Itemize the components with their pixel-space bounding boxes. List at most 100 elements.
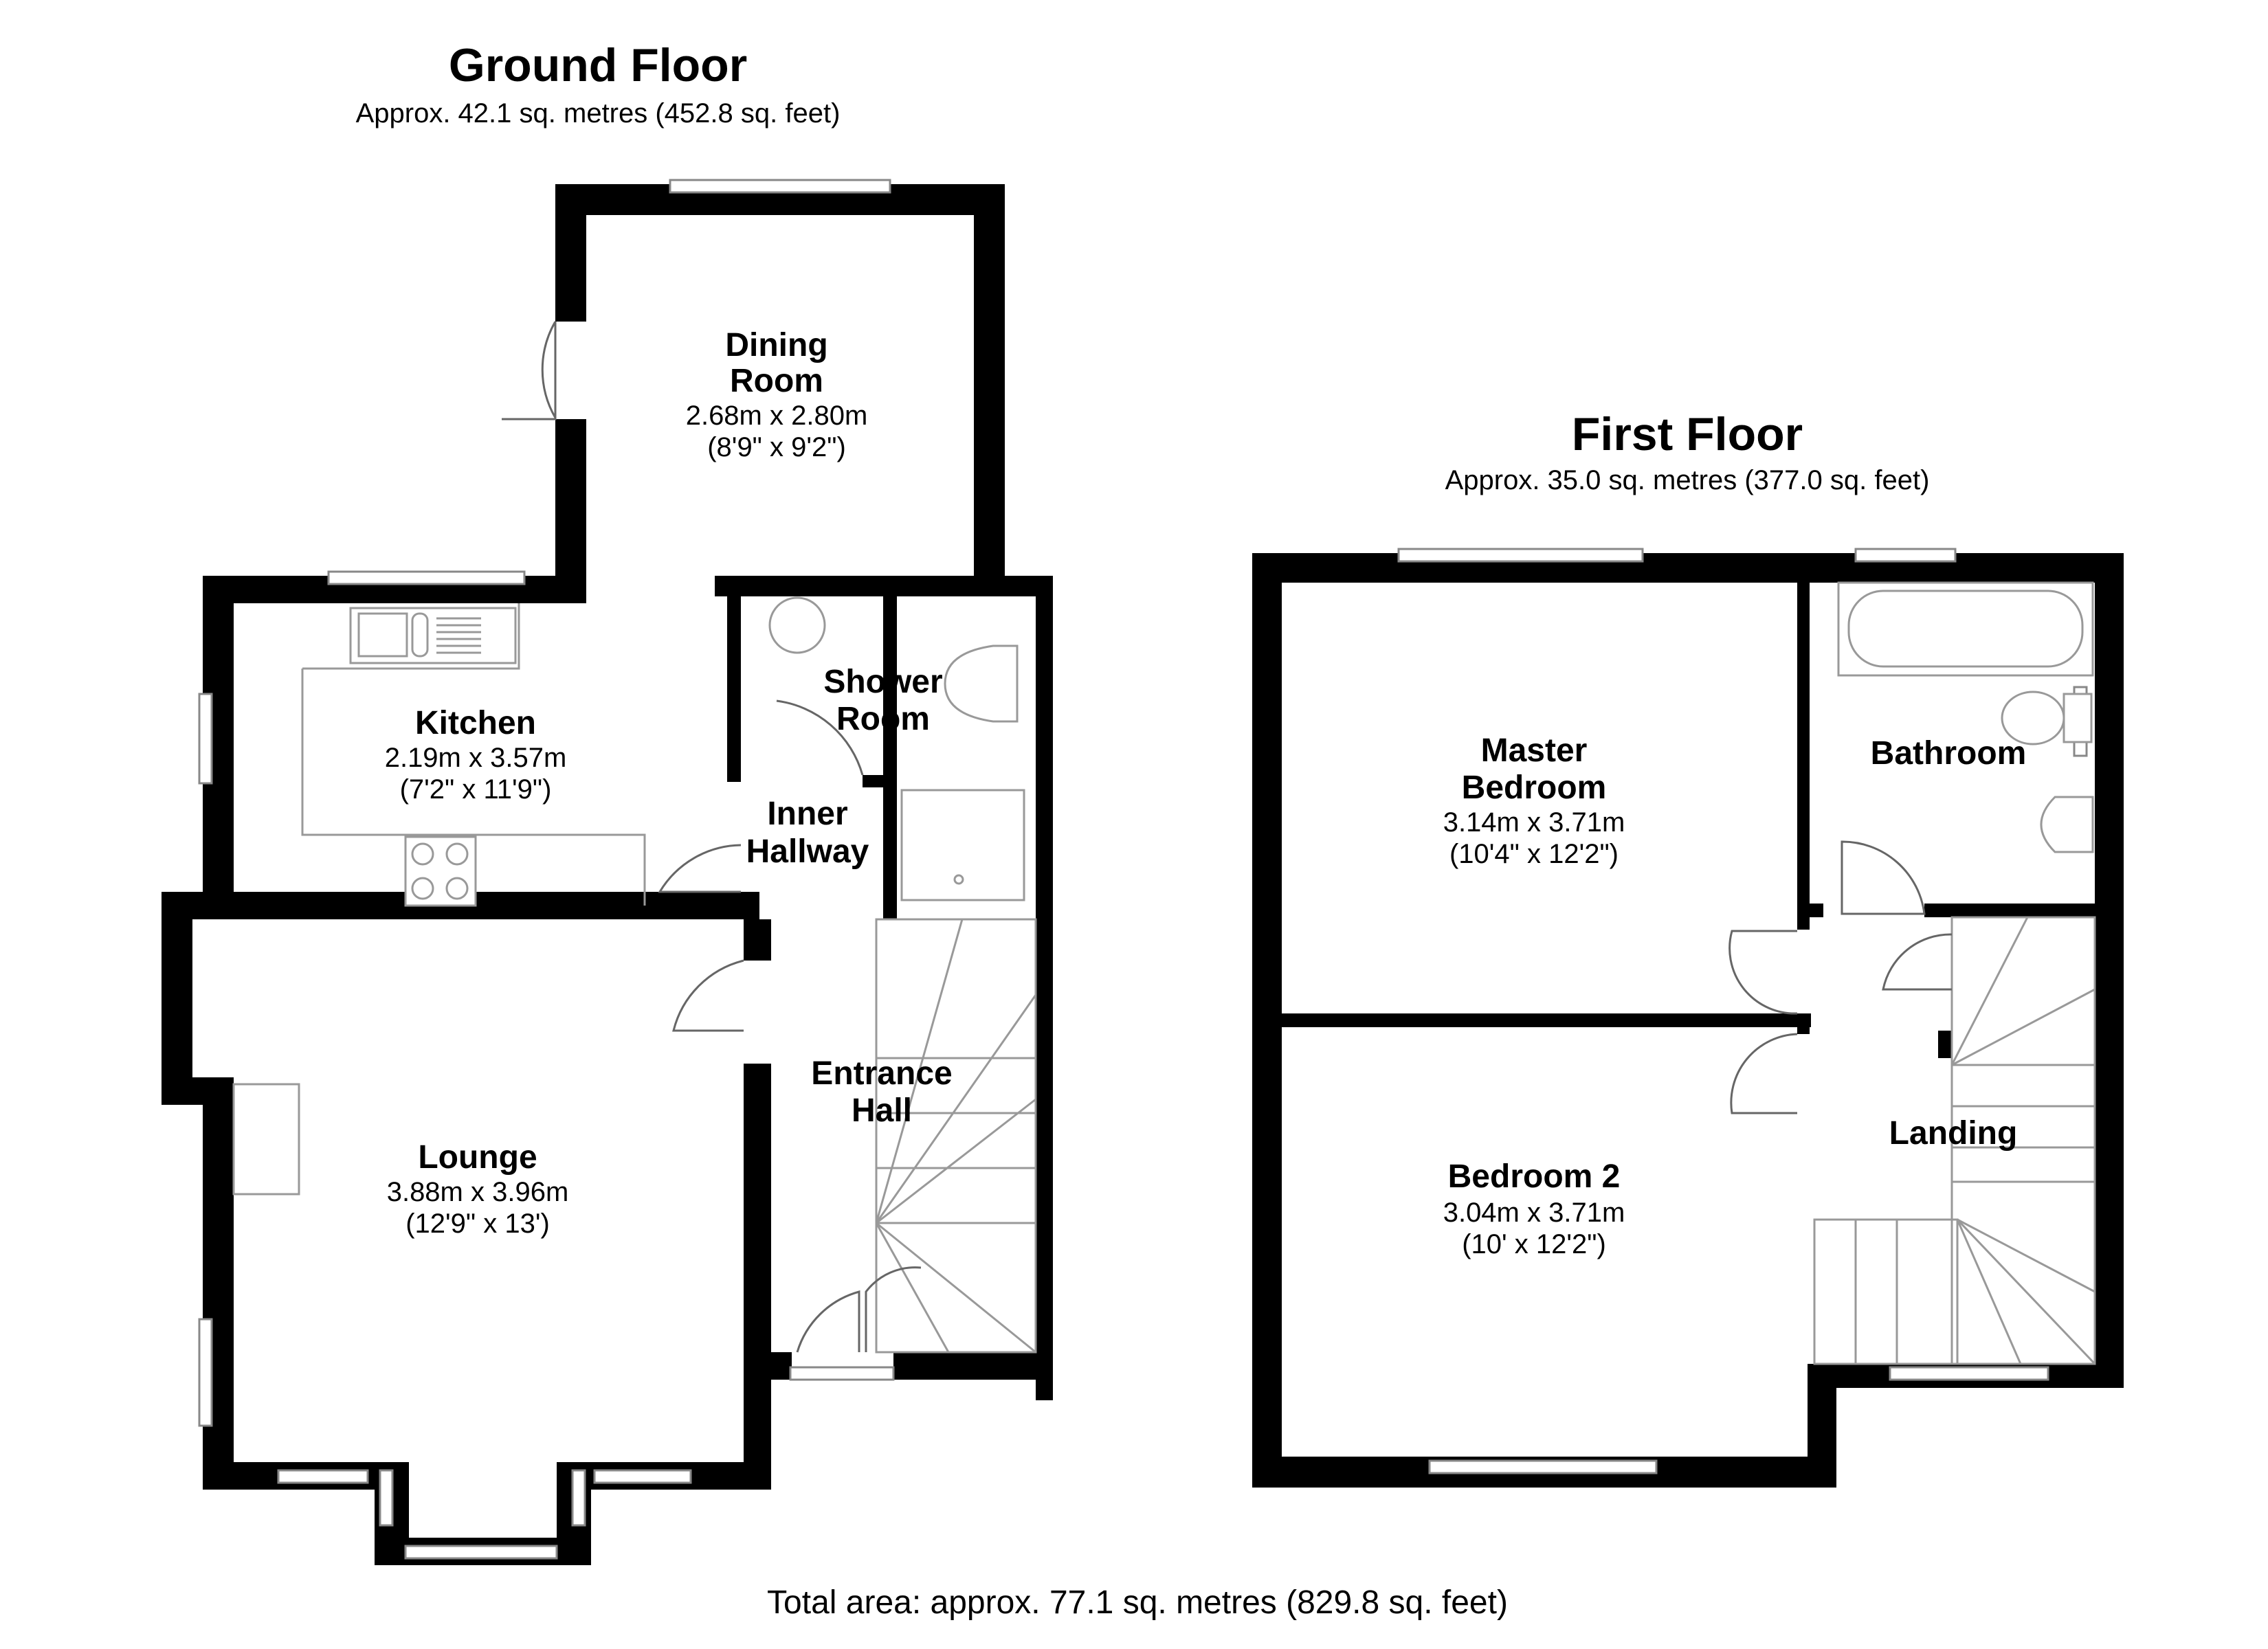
window bbox=[1889, 1366, 2049, 1381]
dining-room-dimensions: 2.68m x 2.80m bbox=[686, 401, 868, 431]
lounge-name: Lounge bbox=[418, 1139, 537, 1176]
hob-ring bbox=[445, 842, 469, 866]
stair-treads bbox=[875, 919, 1037, 1354]
window bbox=[593, 1469, 692, 1484]
wall bbox=[1797, 1013, 1810, 1034]
wall bbox=[744, 1064, 771, 1490]
wall bbox=[715, 576, 1046, 596]
door-swing bbox=[1728, 930, 1798, 1015]
bedroom-2-dimensions-imperial: (10' x 12'2") bbox=[1462, 1229, 1606, 1259]
inner-hallway-name: Hallway bbox=[746, 833, 869, 870]
dining-room-dimensions-imperial: (8'9" x 9'2") bbox=[707, 432, 846, 462]
wall bbox=[974, 184, 1005, 576]
window bbox=[789, 1366, 895, 1381]
total-area: Total area: approx. 77.1 sq. metres (829… bbox=[767, 1584, 1508, 1621]
door-swing bbox=[865, 1266, 922, 1352]
landing-name: Landing bbox=[1889, 1115, 2018, 1152]
basin bbox=[2040, 796, 2094, 853]
cistern bbox=[2063, 693, 2093, 743]
wall bbox=[727, 596, 741, 782]
window bbox=[669, 179, 891, 194]
shower-tray bbox=[900, 789, 1025, 901]
shower-room-name: Room bbox=[836, 701, 930, 737]
window bbox=[1428, 1459, 1658, 1474]
shower-drain bbox=[953, 874, 964, 885]
entrance-hall-name: Hall bbox=[852, 1092, 912, 1129]
bathroom-name: Bathroom bbox=[1871, 735, 2027, 772]
wall bbox=[1252, 553, 2124, 583]
sink-bowl bbox=[357, 612, 408, 658]
window bbox=[198, 1318, 213, 1427]
bath-inner bbox=[1847, 590, 2084, 668]
fireplace bbox=[232, 1083, 300, 1196]
kitchen-dimensions-imperial: (7'2" x 11'9") bbox=[400, 774, 552, 805]
entrance-hall-name: Entrance bbox=[811, 1055, 952, 1092]
window bbox=[571, 1469, 586, 1527]
window bbox=[379, 1469, 394, 1527]
ground-floor-title: Ground Floor bbox=[449, 39, 747, 91]
stair-treads bbox=[1854, 917, 2096, 1365]
door-swing bbox=[1841, 840, 1926, 915]
kitchen-worktop bbox=[302, 603, 520, 670]
hob-ring bbox=[445, 877, 469, 900]
door-swing bbox=[1882, 933, 1953, 991]
dining-room-name: Dining bbox=[725, 327, 827, 363]
door-swing bbox=[1730, 1033, 1798, 1114]
wall bbox=[555, 419, 586, 598]
toilet bbox=[944, 644, 1019, 723]
first-floor-title: First Floor bbox=[1572, 408, 1803, 460]
master-bedroom-dimensions: 3.14m x 3.71m bbox=[1443, 807, 1625, 838]
ground-floor-plan bbox=[162, 179, 1053, 1565]
door-swing bbox=[672, 959, 744, 1032]
staircase bbox=[1950, 916, 2096, 1365]
first-floor-area: Approx. 35.0 sq. metres (377.0 sq. feet) bbox=[1445, 465, 1930, 495]
door-swing bbox=[658, 844, 742, 893]
master-bedroom-name: Master bbox=[1481, 732, 1588, 769]
wall bbox=[1797, 583, 1810, 930]
staircase bbox=[1813, 1218, 1959, 1365]
lounge-dimensions: 3.88m x 3.96m bbox=[387, 1177, 569, 1207]
window bbox=[198, 693, 213, 785]
bedroom-2-dimensions: 3.04m x 3.71m bbox=[1443, 1198, 1625, 1228]
wall bbox=[744, 919, 771, 961]
wall bbox=[893, 1352, 1053, 1380]
wall bbox=[203, 1077, 234, 1490]
wall bbox=[162, 892, 192, 1105]
wall bbox=[1252, 553, 1282, 1488]
door-swing bbox=[776, 699, 864, 776]
wall bbox=[1810, 904, 1823, 917]
wall bbox=[1282, 1013, 1811, 1027]
sink-bowl bbox=[411, 612, 429, 658]
bedroom-2-name: Bedroom 2 bbox=[1448, 1158, 1621, 1195]
dining-room-name: Room bbox=[730, 363, 823, 399]
wall bbox=[744, 1352, 792, 1380]
master-bedroom-name: Bedroom bbox=[1462, 770, 1607, 806]
shower-room-name: Shower bbox=[823, 664, 942, 700]
kitchen-worktop bbox=[301, 669, 646, 906]
kitchen-dimensions: 2.19m x 3.57m bbox=[385, 743, 567, 773]
wall bbox=[863, 775, 897, 787]
window bbox=[404, 1545, 558, 1560]
drainer bbox=[436, 617, 481, 654]
window bbox=[1397, 548, 1644, 563]
lounge-dimensions-imperial: (12'9" x 13') bbox=[405, 1209, 550, 1239]
ground-floor-area: Approx. 42.1 sq. metres (452.8 sq. feet) bbox=[356, 98, 841, 128]
wall bbox=[1938, 1031, 1952, 1058]
window bbox=[1854, 548, 1957, 563]
basin bbox=[768, 596, 826, 654]
window bbox=[277, 1469, 369, 1484]
wall bbox=[883, 596, 897, 919]
window bbox=[327, 570, 526, 585]
hob-ring bbox=[411, 877, 434, 900]
staircase bbox=[875, 918, 1037, 1354]
inner-hallway-name: Inner bbox=[767, 796, 847, 832]
wall bbox=[1036, 576, 1053, 1400]
wall bbox=[2095, 553, 2124, 1388]
hob-ring bbox=[411, 842, 434, 866]
first-floor-plan bbox=[1252, 548, 2124, 1488]
door-swing bbox=[502, 321, 557, 420]
kitchen-name: Kitchen bbox=[415, 705, 536, 741]
door-swing bbox=[796, 1290, 860, 1353]
wall bbox=[1924, 904, 2095, 917]
